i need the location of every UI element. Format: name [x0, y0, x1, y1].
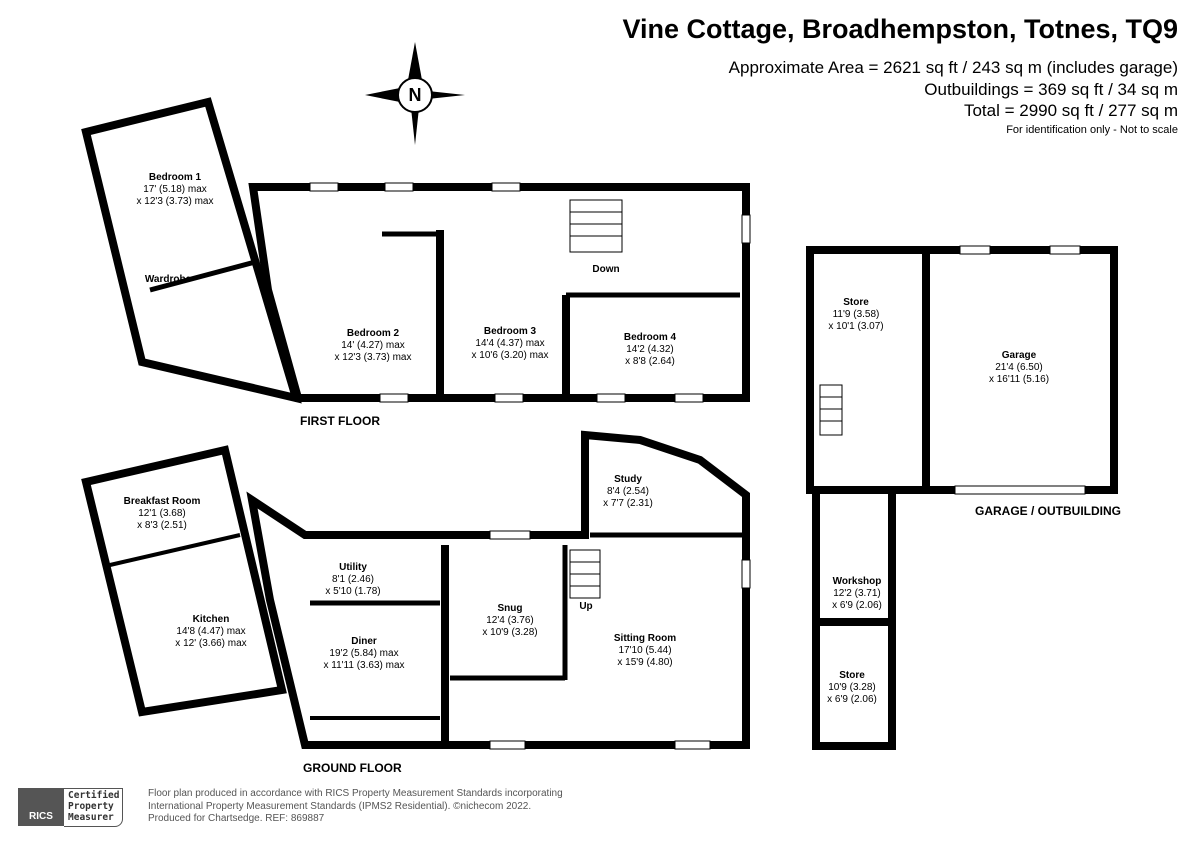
compass-north-label: N [408, 85, 422, 105]
rics-logo: RICS [18, 788, 64, 826]
total-area: Total = 2990 sq ft / 277 sq m [963, 101, 1178, 120]
room-wardrobe: Wardrobe [144, 274, 192, 285]
store-walls [806, 246, 930, 494]
stairs [569, 199, 843, 599]
stairs-down-label: Down [592, 264, 620, 275]
stairs-up-label: Up [579, 601, 593, 612]
first-floor-label: FIRST FLOOR [300, 414, 380, 428]
ground-floor-label: GROUND FLOOR [303, 761, 402, 775]
windows [309, 182, 1086, 750]
wall [149, 259, 256, 293]
compass-icon [365, 42, 465, 145]
approximate-area: Approximate Area = 2621 sq ft / 243 sq m… [728, 58, 1178, 77]
footer-disclaimer: Floor plan produced in accordance with R… [148, 788, 563, 824]
ground-floor-wing-walls [81, 445, 287, 717]
outbuildings-area: Outbuildings = 369 sq ft / 34 sq m [924, 80, 1178, 99]
scale-note: For identification only - Not to scale [1006, 124, 1178, 136]
wall [109, 533, 241, 567]
outbuilding-label: GARAGE / OUTBUILDING [975, 504, 1121, 518]
page-title: Vine Cottage, Broadhempston, Totnes, TQ9 [622, 14, 1178, 44]
